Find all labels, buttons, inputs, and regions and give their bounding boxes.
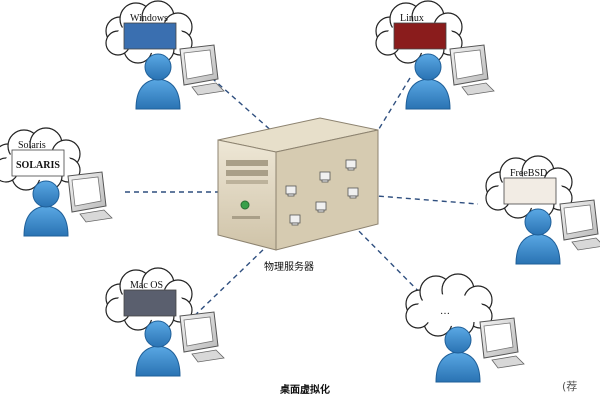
server-label: 物理服务器 [264, 260, 314, 273]
user-icon-windows [135, 53, 181, 110]
user-icon-other [435, 326, 481, 383]
client-macos: Mac OS [105, 267, 225, 377]
link-linux [359, 77, 411, 161]
monitor-icon-windows [179, 44, 225, 96]
os-screen-macos [123, 289, 177, 317]
monitor-icon-other [479, 317, 525, 369]
client-other: … [405, 273, 525, 383]
os-sublabel-solaris: SOLARIS [16, 160, 60, 171]
os-label-solaris: Solaris [18, 140, 46, 151]
physical-server: 物理服务器 [217, 117, 379, 273]
os-screen-other [424, 296, 476, 322]
os-label-freebsd: FreeBSD [510, 168, 547, 179]
user-icon-linux [405, 53, 451, 110]
os-label-other: … [440, 306, 450, 317]
vm-instance-icons [285, 159, 359, 226]
os-label-macos: Mac OS [130, 280, 163, 291]
link-windows [204, 71, 319, 173]
client-linux: Linux [375, 0, 495, 110]
os-screen-linux [393, 22, 447, 50]
monitor-icon-linux [449, 44, 495, 96]
link-other [339, 211, 446, 319]
watermark-text: (荐 [562, 380, 577, 393]
user-icon-macos [135, 320, 181, 377]
client-windows: Windows [105, 0, 225, 110]
os-screen-solaris [11, 149, 65, 177]
user-icon-solaris [23, 180, 69, 237]
monitor-icon-freebsd [559, 199, 600, 251]
os-label-windows: Windows [130, 13, 168, 24]
diagram-caption: 桌面虚拟化 [279, 383, 330, 396]
monitor-icon-solaris [67, 171, 113, 223]
user-icon-freebsd [515, 208, 561, 265]
client-freebsd: FreeBSD [485, 155, 600, 265]
os-label-linux: Linux [400, 13, 424, 24]
monitor-icon-macos [179, 311, 225, 363]
os-screen-windows [123, 22, 177, 50]
os-screen-freebsd [503, 177, 557, 205]
